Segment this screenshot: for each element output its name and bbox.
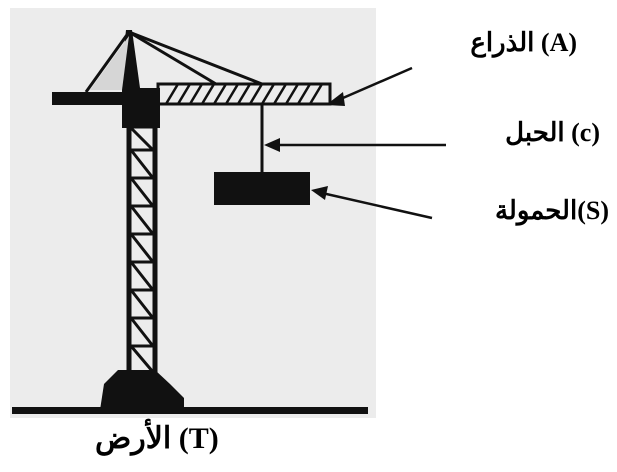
counter-jib (52, 92, 157, 105)
arm-truss (156, 82, 332, 106)
ground-line (12, 407, 368, 414)
background-panel (10, 8, 376, 418)
annotation-arrows (264, 66, 446, 220)
crane-base (100, 370, 184, 410)
label-arm: الذراع (A) (470, 28, 577, 57)
label-load: الحمولة(S) (494, 196, 609, 225)
label-ground: الأرض (T) (95, 422, 219, 455)
label-cable: الحبل (c) (505, 118, 600, 147)
crane-pendants (84, 30, 263, 93)
load-block (214, 172, 310, 205)
counter-jib-fill (90, 36, 129, 90)
